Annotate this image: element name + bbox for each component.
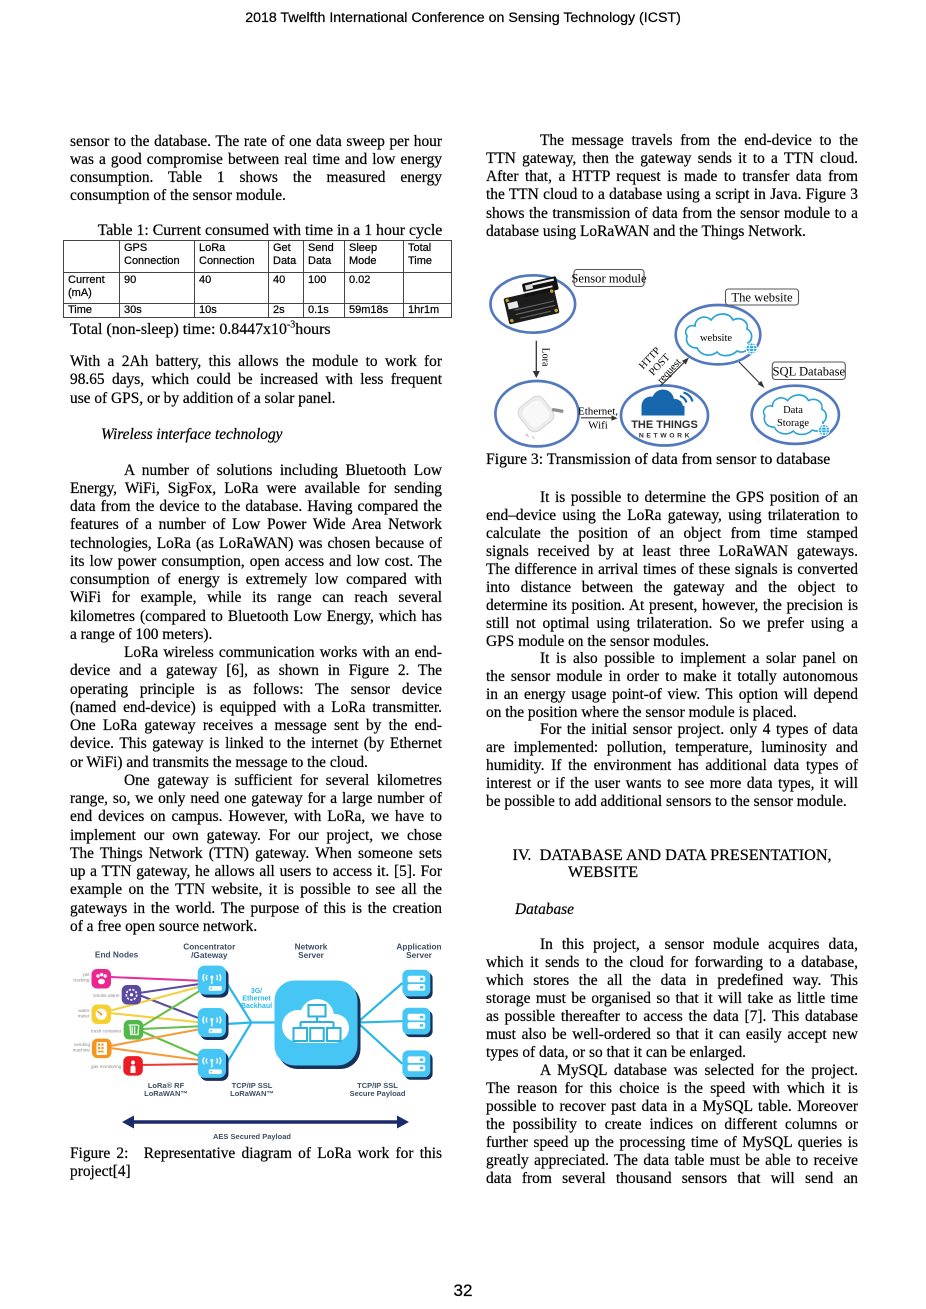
svg-text:trash container: trash container <box>91 1029 122 1034</box>
svg-text:Server: Server <box>298 950 325 960</box>
svg-text:Backhaul: Backhaul <box>241 1003 272 1010</box>
svg-text:THE THINGS: THE THINGS <box>631 419 698 431</box>
svg-text:End Nodes: End Nodes <box>95 950 139 960</box>
svg-text:Lora: Lora <box>540 348 551 367</box>
svg-text:pet: pet <box>83 972 90 977</box>
svg-text:3G/: 3G/ <box>251 988 262 995</box>
svg-text:vending: vending <box>74 1042 91 1047</box>
svg-text:Application: Application <box>396 942 441 952</box>
svg-text:machine: machine <box>73 1048 91 1053</box>
svg-text:SQL Database: SQL Database <box>772 365 845 379</box>
svg-text:Wifi: Wifi <box>588 420 608 432</box>
svg-text:AES Secured Payload: AES Secured Payload <box>213 1132 291 1141</box>
svg-text:Network: Network <box>295 942 328 952</box>
svg-text:/Gateway: /Gateway <box>191 950 228 960</box>
svg-text:Sensor module: Sensor module <box>571 272 647 286</box>
svg-text:LoRaWAN™: LoRaWAN™ <box>144 1089 188 1098</box>
svg-text:Ethernet: Ethernet <box>242 996 271 1003</box>
svg-text:Data: Data <box>783 405 803 416</box>
svg-text:smoke alarm: smoke alarm <box>93 993 119 998</box>
svg-text:tracking: tracking <box>73 978 90 983</box>
svg-text:LoRa® RF: LoRa® RF <box>148 1081 185 1090</box>
svg-text:Secure Payload: Secure Payload <box>350 1089 406 1098</box>
svg-text:Storage: Storage <box>777 418 809 429</box>
svg-text:Concentrator: Concentrator <box>183 942 236 952</box>
svg-text:TCP/IP SSL: TCP/IP SSL <box>357 1081 398 1090</box>
svg-text:LoRaWAN™: LoRaWAN™ <box>230 1089 274 1098</box>
svg-text:meter: meter <box>78 1014 90 1019</box>
svg-text:water: water <box>78 1008 90 1013</box>
svg-text:website: website <box>700 333 732 344</box>
svg-text:gas monitoring: gas monitoring <box>91 1064 122 1069</box>
svg-text:NETWORK: NETWORK <box>639 433 692 440</box>
svg-text:The website: The website <box>731 291 793 305</box>
svg-text:Server: Server <box>406 950 433 960</box>
svg-text:Ethernet,: Ethernet, <box>578 406 618 418</box>
svg-text:TCP/IP SSL: TCP/IP SSL <box>232 1081 273 1090</box>
